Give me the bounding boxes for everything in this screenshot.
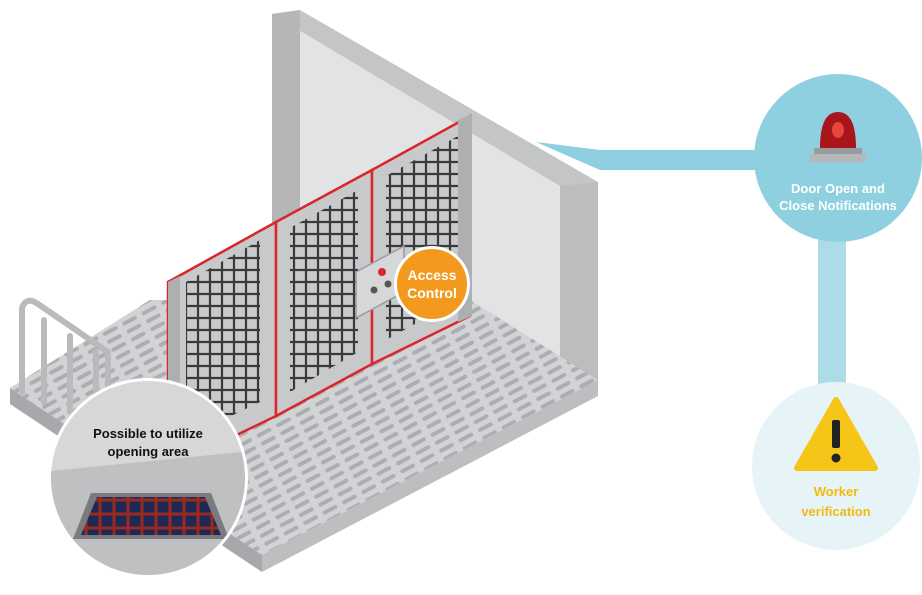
worker-verification-circle: Worker verification — [752, 382, 920, 550]
connector-lines — [536, 142, 846, 390]
access-control-label-line1: Access — [407, 267, 457, 283]
door-notifications-circle: Door Open and Close Notifications — [754, 74, 922, 242]
worker-verification-label-line2: verification — [801, 504, 871, 519]
opening-grate-illustration — [51, 451, 245, 575]
access-control-label-line2: Control — [407, 285, 457, 301]
opening-area-label-line1: Possible to utilize — [93, 426, 203, 441]
door-notifications-label-line2: Close Notifications — [779, 198, 897, 213]
opening-area-magnifier: Possible to utilize opening area — [48, 378, 248, 578]
opening-area-label-line2: opening area — [107, 444, 189, 459]
access-control-badge: Access Control — [394, 246, 470, 322]
door-notifications-label-line1: Door Open and — [791, 181, 885, 196]
warning-triangle-icon — [794, 397, 878, 471]
control-panel-icon — [355, 244, 405, 320]
worker-verification-label-line1: Worker — [813, 484, 859, 499]
mesh-doors — [166, 113, 472, 470]
warning-beacon-icon — [810, 112, 866, 162]
